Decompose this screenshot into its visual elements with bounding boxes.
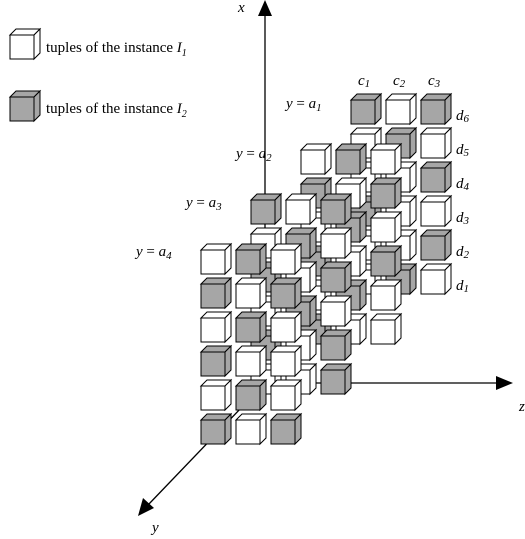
labels: x z y y = a1 y = a2 y = a3 y = a4 c1 c2 c3 d6 d5 d4 d… bbox=[134, 0, 525, 536]
cube-a2-r3-c3 bbox=[369, 210, 403, 244]
cube-a4-r2-c3 bbox=[269, 276, 303, 310]
cube-a4-r2-c1 bbox=[199, 276, 233, 310]
legend-white-label: tuples of the instance I1 bbox=[46, 40, 187, 59]
cube-a4-r5-c2 bbox=[234, 378, 268, 412]
plane-label-a4: y = a4 bbox=[134, 244, 172, 262]
legend: tuples of the instance I1 tuples of the … bbox=[8, 27, 187, 123]
cube-a4-r1-c1 bbox=[199, 242, 233, 276]
row-label-d3: d3 bbox=[456, 210, 470, 227]
cube-a4-r5-c1 bbox=[199, 378, 233, 412]
cube-a2-r5-c3 bbox=[369, 278, 403, 312]
x-axis-label: x bbox=[237, 0, 245, 16]
cube-a1-r4-c3 bbox=[419, 194, 453, 228]
cube-a4-r4-c3 bbox=[269, 344, 303, 378]
cube-a4-r1-c2 bbox=[234, 242, 268, 276]
column-label-c3: c3 bbox=[428, 73, 441, 90]
cube-a4-r6-c3 bbox=[269, 412, 303, 446]
cube-a1-r6-c3 bbox=[419, 262, 453, 296]
plane-label-a3: y = a3 bbox=[184, 195, 222, 213]
cube-a3-r1-c1 bbox=[249, 192, 283, 226]
cube-a1-r5-c3 bbox=[419, 228, 453, 262]
cube-a4-r2-c2 bbox=[234, 276, 268, 310]
cube-a4-r3-c1 bbox=[199, 310, 233, 344]
column-label-c1: c1 bbox=[358, 73, 370, 90]
cube-a1-r2-c3 bbox=[419, 126, 453, 160]
cube-a1-r1-c1 bbox=[349, 92, 383, 126]
cube-a3-r2-c3 bbox=[319, 226, 353, 260]
plane-label-a1: y = a1 bbox=[284, 96, 322, 114]
legend-gray-cube-icon bbox=[8, 89, 42, 123]
cube-a4-r4-c1 bbox=[199, 344, 233, 378]
legend-white-cube-icon bbox=[8, 27, 42, 61]
cube-a3-r4-c3 bbox=[319, 294, 353, 328]
row-label-d2: d2 bbox=[456, 244, 470, 261]
cube-a3-r1-c3 bbox=[319, 192, 353, 226]
cube-a4-r6-c1 bbox=[199, 412, 233, 446]
cube-a3-r6-c3 bbox=[319, 362, 353, 396]
cube-a2-r1-c2 bbox=[334, 142, 368, 176]
cube-a1-r1-c2 bbox=[384, 92, 418, 126]
z-axis-label: z bbox=[518, 399, 525, 415]
y-axis-label: y bbox=[150, 520, 159, 536]
cube-a4-r1-c3 bbox=[269, 242, 303, 276]
cube-a2-r1-c1 bbox=[299, 142, 333, 176]
row-label-d5: d5 bbox=[456, 142, 470, 159]
cube-a4-r5-c3 bbox=[269, 378, 303, 412]
cube-a4-r3-c2 bbox=[234, 310, 268, 344]
cube-a3-r1-c2 bbox=[284, 192, 318, 226]
cube-a2-r6-c3 bbox=[369, 312, 403, 346]
legend-gray-label: tuples of the instance I2 bbox=[46, 101, 187, 120]
cube-a1-r3-c3 bbox=[419, 160, 453, 194]
cube-a4-r3-c3 bbox=[269, 310, 303, 344]
cube-a3-r5-c3 bbox=[319, 328, 353, 362]
cube-a2-r1-c3 bbox=[369, 142, 403, 176]
row-label-d6: d6 bbox=[456, 108, 470, 125]
cube-a3-r3-c3 bbox=[319, 260, 353, 294]
cube-a4-r4-c2 bbox=[234, 344, 268, 378]
cube-layer-a4 bbox=[199, 242, 303, 446]
row-label-d1: d1 bbox=[456, 278, 469, 295]
row-label-d4: d4 bbox=[456, 176, 470, 193]
plane-label-a2: y = a2 bbox=[234, 146, 272, 164]
cube-a1-r1-c3 bbox=[419, 92, 453, 126]
cube-a4-r6-c2 bbox=[234, 412, 268, 446]
cube-a2-r2-c3 bbox=[369, 176, 403, 210]
cube-grid bbox=[199, 92, 453, 446]
cube-a2-r4-c3 bbox=[369, 244, 403, 278]
column-label-c2: c2 bbox=[393, 73, 406, 90]
